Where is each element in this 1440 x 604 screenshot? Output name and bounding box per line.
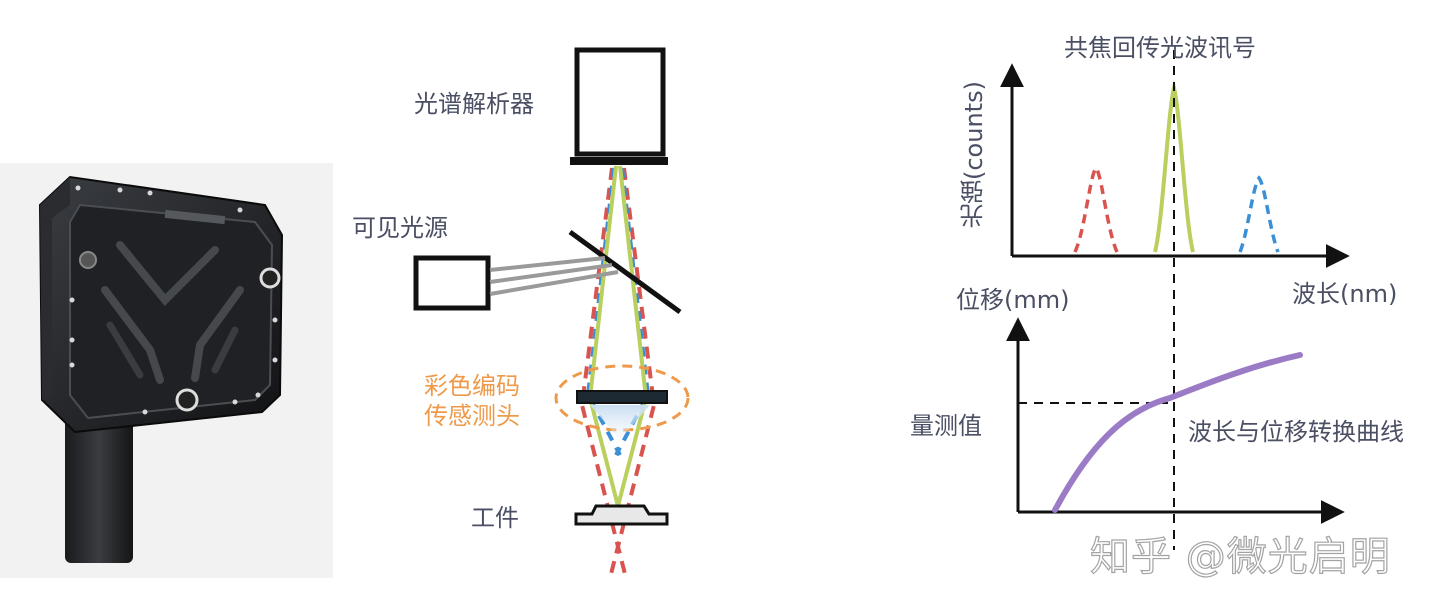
spectrum-chart-title: 共焦回传光波讯号 bbox=[1064, 36, 1256, 60]
connector-port bbox=[80, 252, 96, 268]
spectrum-analyzer-label: 光谱解析器 bbox=[414, 92, 534, 116]
blue-peak bbox=[1240, 178, 1278, 252]
optical-diagram bbox=[416, 50, 688, 578]
spectrum-x-axis-label: 波长(nm) bbox=[1292, 282, 1397, 306]
calibration-chart bbox=[1018, 322, 1340, 512]
connector-port bbox=[261, 269, 279, 287]
spectrum-y-axis-label: 光強(counts) bbox=[962, 80, 986, 230]
light-source-rays bbox=[490, 258, 618, 294]
workpiece-label: 工件 bbox=[471, 506, 519, 530]
calibration-y-axis-label: 位移(mm) bbox=[956, 288, 1069, 312]
spectrum-analyzer-box bbox=[577, 50, 663, 154]
spectrum-chart bbox=[1012, 68, 1345, 256]
measured-value-label: 量测值 bbox=[910, 414, 982, 438]
spectrum-analyzer-base bbox=[570, 157, 668, 165]
sensor-head-label-line1: 彩色编码 bbox=[424, 374, 520, 398]
light-source-box bbox=[416, 258, 488, 308]
workpiece-shape bbox=[576, 506, 667, 524]
sensor-head-lens bbox=[577, 391, 667, 403]
watermark-text: 知乎 @微光启明 bbox=[1090, 524, 1391, 582]
red-peak bbox=[1075, 168, 1117, 252]
beam-splitter bbox=[570, 232, 680, 312]
sensor-head-label-line2: 传感测头 bbox=[424, 404, 520, 428]
conversion-curve-label: 波长与位移转换曲线 bbox=[1188, 420, 1404, 444]
connector-port bbox=[177, 390, 197, 410]
light-source-label: 可见光源 bbox=[352, 216, 448, 240]
product-photo bbox=[0, 163, 333, 578]
